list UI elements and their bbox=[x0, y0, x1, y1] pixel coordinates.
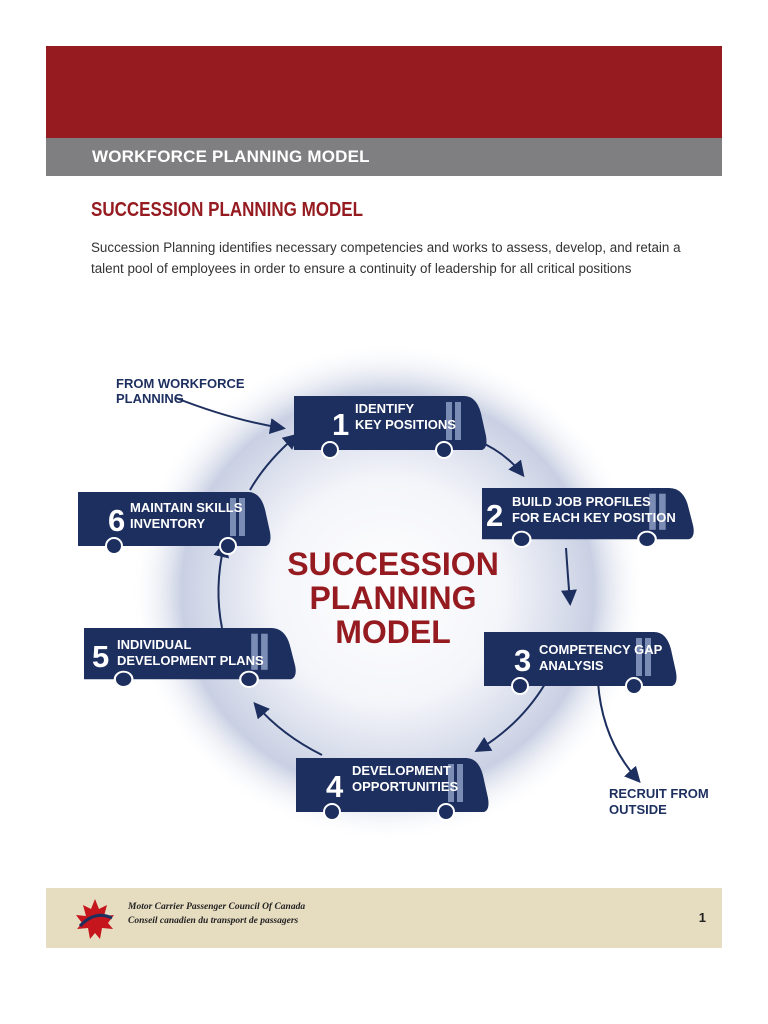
arrow-3-to-4 bbox=[474, 683, 546, 753]
page-number: 1 bbox=[698, 910, 706, 925]
arrow-5-to-6 bbox=[213, 541, 230, 629]
step-2-label-line-2: FOR EACH KEY POSITION bbox=[512, 510, 676, 525]
step-6-bus: 6 MAINTAIN SKILLS INVENTORY bbox=[77, 491, 272, 555]
step-5-label-line-1: INDIVIDUAL bbox=[117, 637, 191, 652]
step-4-number: 4 bbox=[326, 769, 344, 804]
step-3-number: 3 bbox=[514, 643, 531, 678]
step-6-label-line-1: MAINTAIN SKILLS bbox=[130, 500, 243, 515]
arrow-4-to-5 bbox=[253, 701, 323, 756]
center-line-2: PLANNING bbox=[309, 580, 476, 616]
step-3-bus: 3 COMPETENCY GAP ANALYSIS bbox=[483, 631, 678, 695]
maple-leaf-logo-icon bbox=[76, 899, 114, 939]
org-name-fr: Conseil canadien du transport de passage… bbox=[128, 916, 299, 926]
step-5-number: 5 bbox=[92, 639, 109, 674]
section-header: WORKFORCE PLANNING MODEL bbox=[46, 138, 722, 176]
header-red-band bbox=[46, 46, 722, 138]
output-label-line-2: OUTSIDE bbox=[609, 802, 667, 817]
cycle-arrows bbox=[175, 397, 641, 783]
footer-bar: Motor Carrier Passenger Council Of Canad… bbox=[46, 888, 722, 948]
org-name-en: Motor Carrier Passenger Council Of Canad… bbox=[128, 902, 306, 912]
step-4-bus: 4 DEVELOPMENT OPPORTUNITIES bbox=[295, 757, 490, 821]
section-title: WORKFORCE PLANNING MODEL bbox=[92, 147, 370, 166]
step-2-label-line-1: BUILD JOB PROFILES bbox=[512, 494, 651, 509]
step-2-number: 2 bbox=[486, 498, 503, 533]
step-1-label-line-1: IDENTIFY bbox=[355, 401, 415, 416]
page-title: SUCCESSION PLANNING MODEL bbox=[91, 199, 364, 221]
step-1-number: 1 bbox=[332, 407, 349, 442]
output-label-line-1: RECRUIT FROM bbox=[609, 786, 709, 801]
center-line-1: SUCCESSION bbox=[287, 546, 499, 582]
step-5-label-line-2: DEVELOPMENT PLANS bbox=[117, 653, 264, 668]
center-title: SUCCESSION PLANNING MODEL bbox=[287, 546, 499, 650]
step-4-label-line-2: OPPORTUNITIES bbox=[352, 779, 459, 794]
step-4-label-line-1: DEVELOPMENT bbox=[352, 763, 451, 778]
arrow-2-to-3 bbox=[561, 547, 577, 606]
step-1-bus: 1 IDENTIFY KEY POSITIONS bbox=[293, 395, 488, 459]
input-label-line-2: PLANNING bbox=[116, 391, 184, 406]
arrow-6-to-1 bbox=[249, 433, 300, 491]
step-1-label-line-2: KEY POSITIONS bbox=[355, 417, 456, 432]
input-label-line-1: FROM WORKFORCE bbox=[116, 376, 245, 391]
center-line-3: MODEL bbox=[335, 614, 451, 650]
step-2-bus: 2 BUILD JOB PROFILES FOR EACH KEY POSITI… bbox=[480, 486, 695, 549]
step-5-bus: 5 INDIVIDUAL DEVELOPMENT PLANS bbox=[82, 626, 297, 689]
arrow-from-workforce bbox=[175, 397, 286, 435]
intro-paragraph: Succession Planning identifies necessary… bbox=[91, 240, 681, 276]
step-3-label-line-1: COMPETENCY GAP bbox=[539, 642, 663, 657]
step-6-label-line-2: INVENTORY bbox=[130, 516, 205, 531]
step-3-label-line-2: ANALYSIS bbox=[539, 658, 604, 673]
arrow-recruit-outside bbox=[597, 681, 641, 783]
step-6-number: 6 bbox=[108, 503, 125, 538]
